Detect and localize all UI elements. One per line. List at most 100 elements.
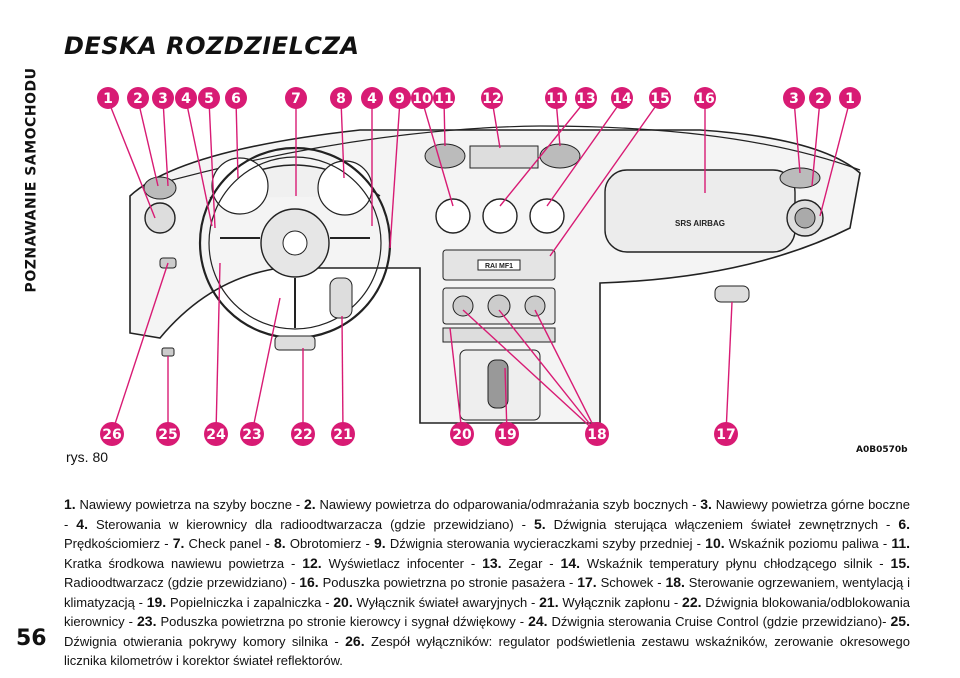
legend-item-number: 2. [303, 496, 316, 512]
callout-badge-top: 7 [285, 87, 307, 109]
legend-item-number: 13. [482, 554, 502, 571]
svg-text:24: 24 [206, 427, 226, 443]
svg-text:2: 2 [133, 91, 143, 107]
legend-item-number: 21. [539, 593, 559, 610]
legend-item-text: Nawiewy powietrza na szyby boczne - [75, 497, 304, 512]
legend-item-text: Poduszka powietrzna po stronie kierowcy … [156, 614, 529, 629]
legend-item-text: Kratka środkowa nawiewu powietrza - [64, 555, 303, 571]
svg-text:5: 5 [204, 91, 214, 107]
svg-text:26: 26 [102, 427, 121, 443]
legend-item-number: 15. [890, 554, 910, 571]
callout-badge-top: 13 [575, 87, 597, 109]
svg-text:1: 1 [103, 91, 113, 107]
legend-item-text: Sterowanie ogrzewaniem, wentylacją i kli… [64, 575, 911, 610]
legend-item-text: Poduszka powietrzna po stronie pasażera … [318, 575, 578, 590]
svg-text:10: 10 [412, 91, 432, 107]
svg-text:9: 9 [395, 91, 405, 107]
legend-item-text: Popielniczka i zapalniczka - [166, 594, 334, 610]
svg-text:12: 12 [482, 91, 501, 107]
callout-badge-top: 2 [809, 87, 831, 109]
svg-text:11: 11 [546, 91, 565, 107]
callout-badge-bottom: 20 [450, 422, 474, 446]
callout-badge-top: 10 [411, 87, 433, 109]
legend-item-number: 8. [274, 535, 286, 551]
legend-item-number: 20. [333, 593, 353, 610]
radio-display-label: RAI MF1 [485, 263, 513, 270]
callout-badge-bottom: 22 [291, 422, 315, 446]
callout-badge-top: 5 [198, 87, 220, 109]
svg-text:17: 17 [716, 427, 735, 443]
legend-item-text: Wyświetlacz infocenter - [321, 555, 483, 571]
legend-item-number: 17. [577, 574, 597, 590]
legend-item-text: Zegar - [501, 555, 561, 571]
legend-item-text: Nawiewy powietrza do odparowania/odmraża… [315, 497, 701, 512]
svg-text:21: 21 [333, 427, 352, 443]
legend-item-text: Wskaźnik temperatury płynu chłodzącego s… [580, 555, 891, 571]
callout-badge-top: 1 [97, 87, 119, 109]
legend-item-text: Schowek - [596, 575, 666, 590]
svg-text:11: 11 [434, 91, 453, 107]
legend-item-number: 16. [299, 574, 319, 590]
callout-badge-top: 2 [127, 87, 149, 109]
svg-text:25: 25 [158, 427, 177, 443]
legend-item-number: 25. [890, 613, 910, 629]
legend-item-text: Check panel - [184, 536, 274, 551]
svg-text:22: 22 [293, 427, 312, 443]
svg-text:6: 6 [231, 91, 241, 107]
callout-badge-top: 8 [330, 87, 352, 109]
legend-item-text: Wyłącznik świateł awaryjnych - [352, 594, 540, 610]
figure-code: A0B0570b [856, 445, 908, 455]
svg-text:1: 1 [845, 91, 855, 107]
legend-item-number: 24. [528, 613, 548, 629]
callout-badge-top: 16 [694, 87, 716, 109]
legend-item-text: Dźwignia sterująca włączeniem świateł ze… [545, 516, 899, 532]
svg-text:18: 18 [587, 427, 606, 443]
legend-item-number: 6. [898, 515, 910, 532]
callout-badge-bottom: 26 [100, 422, 124, 446]
legend-item-text: Radioodtwarzacz (gdzie przewidziano) - [64, 575, 300, 590]
callout-badge-top: 1 [839, 87, 861, 109]
legend-item-number: 19. [146, 593, 167, 610]
callout-badge-top: 3 [152, 87, 174, 109]
legend-item-number: 10. [705, 535, 725, 551]
callout-badge-top: 4 [361, 87, 383, 109]
callout-badge-bottom: 23 [240, 422, 264, 446]
legend-item-number: 18. [665, 574, 685, 590]
legend-item-text: Dźwignia otwierania pokrywy komory silni… [64, 633, 346, 649]
callout-badge-top: 11 [433, 87, 455, 109]
legend-item-number: 5. [533, 515, 546, 532]
callout-badge-bottom: 18 [585, 422, 609, 446]
callout-badge-top: 4 [175, 87, 197, 109]
svg-text:3: 3 [789, 91, 799, 107]
callout-badge-top: 14 [611, 87, 633, 109]
svg-text:4: 4 [367, 91, 377, 107]
legend-item-text: Prędkościomierz - [64, 536, 173, 551]
legend-item-text: Nawiewy powietrza górne boczne - [64, 497, 910, 532]
callout-badge-bottom: 24 [204, 422, 228, 446]
svg-text:16: 16 [695, 91, 714, 107]
svg-text:15: 15 [650, 91, 669, 107]
svg-text:4: 4 [181, 91, 191, 107]
legend-item-number: 4. [76, 515, 88, 532]
callout-badge-top: 11 [545, 87, 567, 109]
legend-item-number: 22. [682, 593, 702, 610]
figure-label: rys. 80 [66, 449, 109, 465]
legend-item-text: Wskaźnik poziomu paliwa - [724, 536, 892, 551]
callout-badge-bottom: 17 [714, 422, 738, 446]
svg-text:13: 13 [576, 91, 595, 107]
callout-badge-bottom: 25 [156, 422, 180, 446]
svg-text:2: 2 [815, 91, 825, 107]
legend-item-text: Dźwignia sterowania wycieraczkami szyby … [385, 536, 706, 551]
callout-badge-bottom: 19 [495, 422, 519, 446]
svg-text:20: 20 [452, 427, 472, 443]
svg-text:8: 8 [336, 91, 346, 107]
legend-item-number: 11. [891, 535, 911, 551]
legend-item-number: 23. [137, 613, 157, 629]
legend-item-text: Obrotomierz - [285, 536, 374, 551]
legend-item-number: 12. [302, 554, 322, 571]
airbag-panel-label: SRS AIRBAG [675, 219, 725, 228]
callout-badge-top: 12 [481, 87, 503, 109]
svg-text:3: 3 [158, 91, 168, 107]
page-title: DESKA ROZDZIELCZA [64, 32, 360, 60]
callout-badge-top: 6 [225, 87, 247, 109]
